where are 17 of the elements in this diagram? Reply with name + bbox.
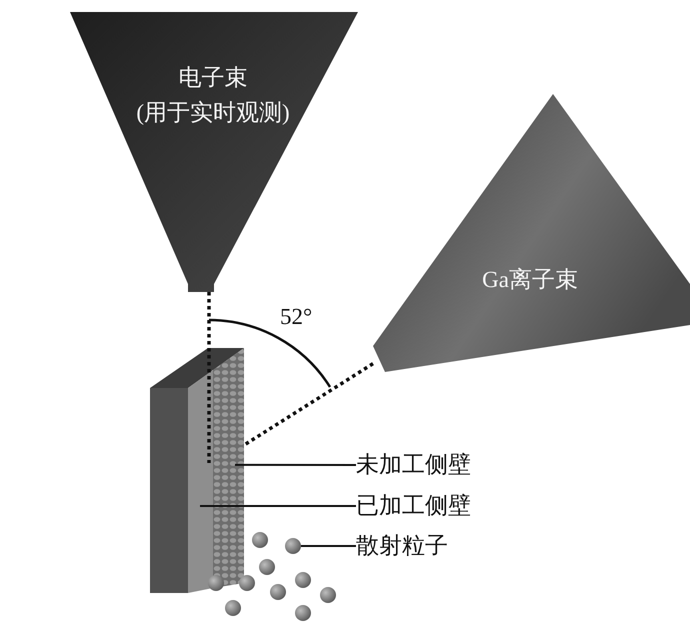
beam-label: Ga离子束 — [482, 266, 578, 294]
leader-line — [235, 464, 356, 466]
ion-beam-cone — [373, 94, 690, 372]
unprocessed-sidewall — [213, 348, 244, 589]
leader-line — [200, 505, 356, 508]
part-label: 散射粒子 — [356, 532, 448, 560]
electron-beam-cone — [70, 12, 358, 292]
beam-path — [207, 292, 211, 463]
beam-label: 电子束 — [178, 64, 248, 92]
part-label: 已加工侧壁 — [356, 492, 471, 520]
leader-line — [301, 545, 356, 547]
beam-path — [243, 362, 374, 447]
part-label: 未加工侧壁 — [356, 451, 471, 479]
particle — [285, 538, 301, 554]
angle-label: 52° — [280, 303, 312, 331]
beam-label: (用于实时观测) — [136, 99, 290, 127]
processed-sidewall — [188, 370, 213, 593]
